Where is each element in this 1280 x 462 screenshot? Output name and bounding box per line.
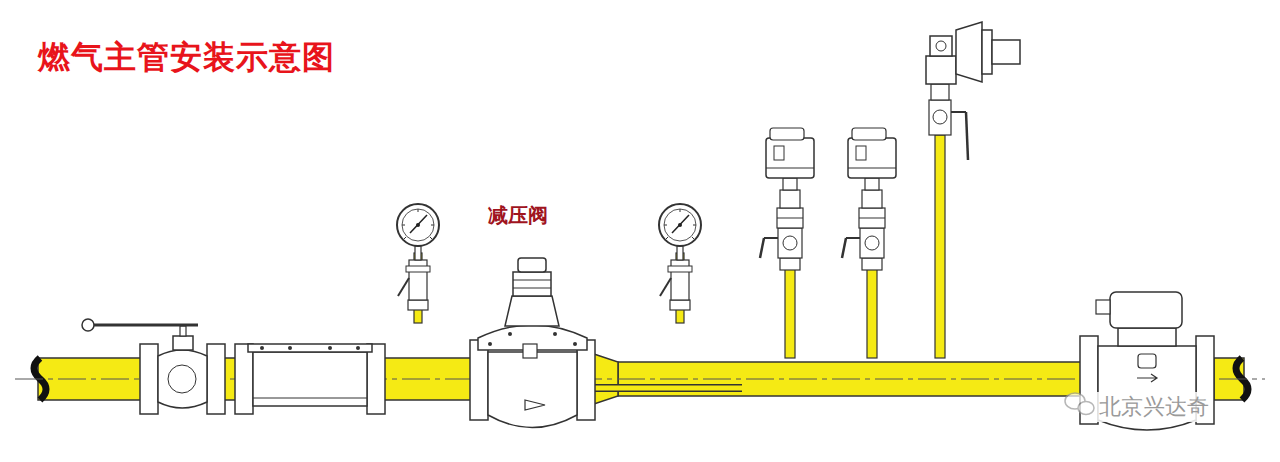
pressure-switch [842, 128, 896, 358]
part-label-holder: 减压阀 [488, 202, 548, 229]
title-holder: 燃气主管安装示意图 [38, 36, 335, 80]
diagram-title: 燃气主管安装示意图 [38, 36, 335, 80]
relief-valve [926, 22, 1020, 358]
pressure-gauge [397, 204, 439, 323]
watermark: 北京兴达奇 [1096, 392, 1212, 422]
pressure-switch [760, 128, 814, 358]
pressure-regulator [470, 258, 595, 428]
part-label: 减压阀 [488, 202, 548, 229]
ball-valve [82, 319, 225, 414]
watermark-holder: 北京兴达奇 [1096, 392, 1212, 422]
pressure-gauge [659, 204, 701, 323]
wechat-icon [1065, 393, 1094, 415]
gas-filter [235, 344, 385, 414]
solenoid-valve [1080, 292, 1214, 430]
